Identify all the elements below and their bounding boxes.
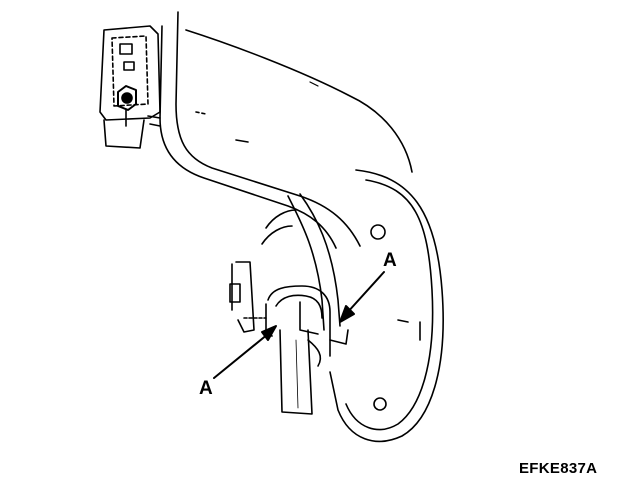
upper-arrowhead <box>339 305 355 323</box>
figure-code: EFKE837A <box>519 460 598 477</box>
mounting-block <box>99 25 161 149</box>
upper-leader-line <box>345 271 385 315</box>
callout-arrows <box>213 271 385 379</box>
stabilizer-clamp <box>265 285 349 367</box>
lower-leader-line <box>213 333 269 379</box>
link-rods <box>261 193 341 331</box>
lower-plate <box>329 169 444 443</box>
side-tab <box>229 261 267 333</box>
stabilizer-bar <box>279 329 313 415</box>
lower-arrowhead <box>261 325 277 341</box>
callout-label-lower: A <box>199 378 213 399</box>
mounting-bolt <box>117 85 137 127</box>
callout-label-upper: A <box>383 250 397 271</box>
bracket-arm <box>147 11 413 249</box>
